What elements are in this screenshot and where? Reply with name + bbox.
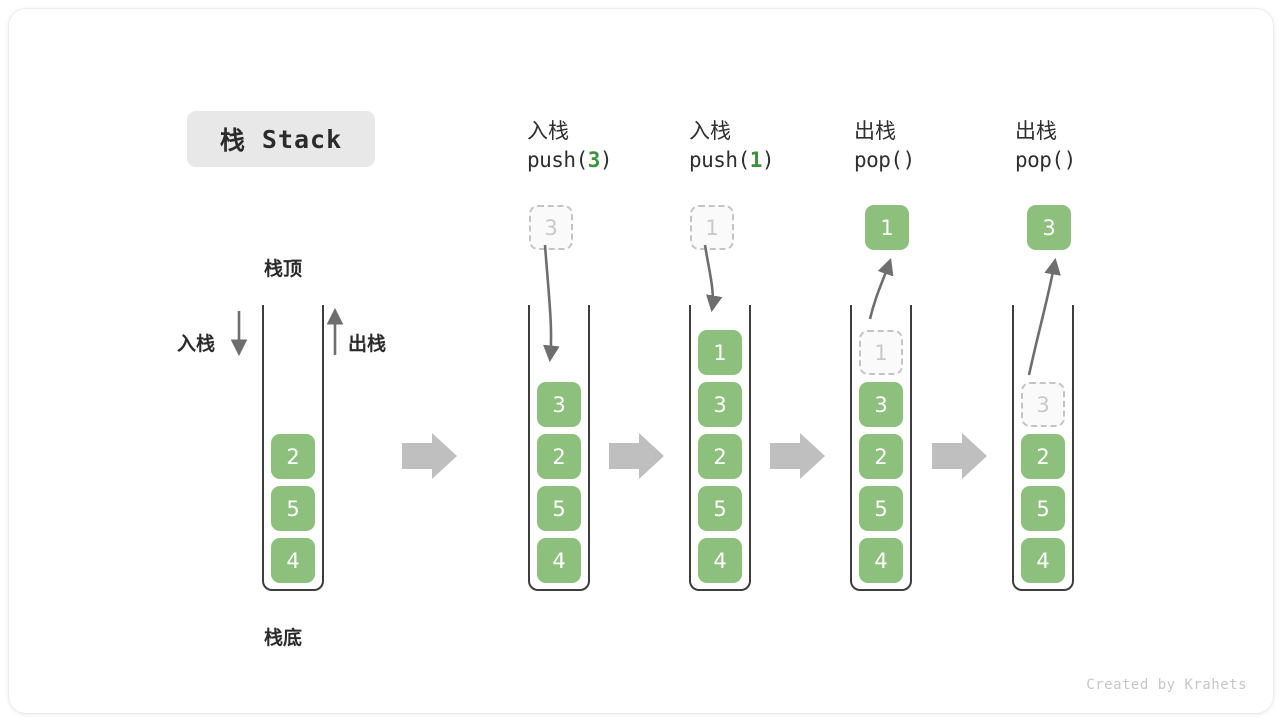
flow-arrow	[770, 433, 825, 479]
step-header-cn-4: 出栈	[1015, 119, 1057, 143]
stack-cell: 5	[698, 486, 742, 531]
code-suffix: )	[1063, 147, 1077, 172]
flow-arrow	[932, 433, 987, 479]
stack-cell: 4	[537, 538, 581, 583]
step-header-cn-3: 出栈	[854, 119, 896, 143]
legend-top-label: 栈顶	[264, 258, 303, 280]
title-en: Stack	[261, 124, 343, 154]
push-motion-arrow-2	[703, 244, 723, 313]
step-stack-cells-1: 3 2 5 4	[528, 305, 590, 591]
legend-stack-container	[262, 305, 324, 591]
stack-cell: 1	[698, 330, 742, 375]
legend-stack-cells: 2 5 4	[262, 305, 324, 591]
code-suffix: )	[902, 147, 916, 172]
step-stack-container-2	[689, 305, 751, 591]
title-cn: 栈	[219, 126, 246, 155]
floating-chip-1: 3	[529, 205, 573, 250]
stack-cell: 2	[698, 434, 742, 479]
step-header-2: 入栈 push(1)	[689, 117, 775, 175]
step-stack-cells-4: 3 2 5 4	[1012, 305, 1074, 591]
stack-cell: 4	[1021, 538, 1065, 583]
step-stack-container-1	[528, 305, 590, 591]
stack-cell: 4	[859, 538, 903, 583]
stack-cell: 3	[698, 382, 742, 427]
step-header-code-2: push(1)	[689, 146, 775, 175]
step-header-code-1: push(3)	[527, 146, 613, 175]
code-prefix: push(	[689, 147, 750, 172]
code-arg: 3	[587, 147, 601, 172]
flow-arrow	[402, 433, 457, 479]
step-header-4: 出栈 pop()	[1015, 117, 1076, 175]
step-header-code-3: pop()	[854, 146, 915, 175]
step-header-cn-1: 入栈	[527, 119, 569, 143]
floating-chip-2: 1	[690, 205, 734, 250]
stack-cell: 5	[271, 486, 315, 531]
stack-cell: 2	[1021, 434, 1065, 479]
stack-cell: 5	[859, 486, 903, 531]
stack-cell: 2	[271, 434, 315, 479]
code-prefix: pop(	[854, 147, 903, 172]
stack-cell: 4	[698, 538, 742, 583]
stack-cell-ghost: 3	[1021, 382, 1065, 427]
step-stack-cells-2: 1 3 2 5 4	[689, 305, 751, 591]
step-stack-cells-3: 1 3 2 5 4	[850, 305, 912, 591]
stack-cell: 2	[859, 434, 903, 479]
legend-bottom-label: 栈底	[264, 627, 303, 649]
flow-arrow	[609, 433, 664, 479]
step-header-code-4: pop()	[1015, 146, 1076, 175]
stack-cell: 3	[859, 382, 903, 427]
stack-cell-ghost: 1	[859, 330, 903, 375]
step-stack-container-4	[1012, 305, 1074, 591]
code-suffix: )	[599, 147, 613, 172]
diagram-canvas: 栈 Stack 栈顶 入栈 出栈 2 5 4 栈底 入栈 push(3) 3 3…	[8, 8, 1274, 714]
code-prefix: pop(	[1015, 147, 1064, 172]
step-header-3: 出栈 pop()	[854, 117, 915, 175]
code-prefix: push(	[527, 147, 588, 172]
legend-pop-label: 出栈	[348, 333, 387, 355]
credit-text: Created by Krahets	[1086, 677, 1247, 693]
stack-cell: 5	[537, 486, 581, 531]
legend-push-label: 入栈	[177, 333, 216, 355]
code-arg: 1	[749, 147, 763, 172]
floating-chip-4: 3	[1027, 205, 1071, 250]
stack-cell: 4	[271, 538, 315, 583]
stack-cell: 5	[1021, 486, 1065, 531]
step-stack-container-3	[850, 305, 912, 591]
code-suffix: )	[761, 147, 775, 172]
step-header-cn-2: 入栈	[689, 119, 731, 143]
floating-chip-3: 1	[865, 205, 909, 250]
diagram-title: 栈 Stack	[187, 111, 375, 167]
stack-cell: 3	[537, 382, 581, 427]
step-header-1: 入栈 push(3)	[527, 117, 613, 175]
stack-cell: 2	[537, 434, 581, 479]
